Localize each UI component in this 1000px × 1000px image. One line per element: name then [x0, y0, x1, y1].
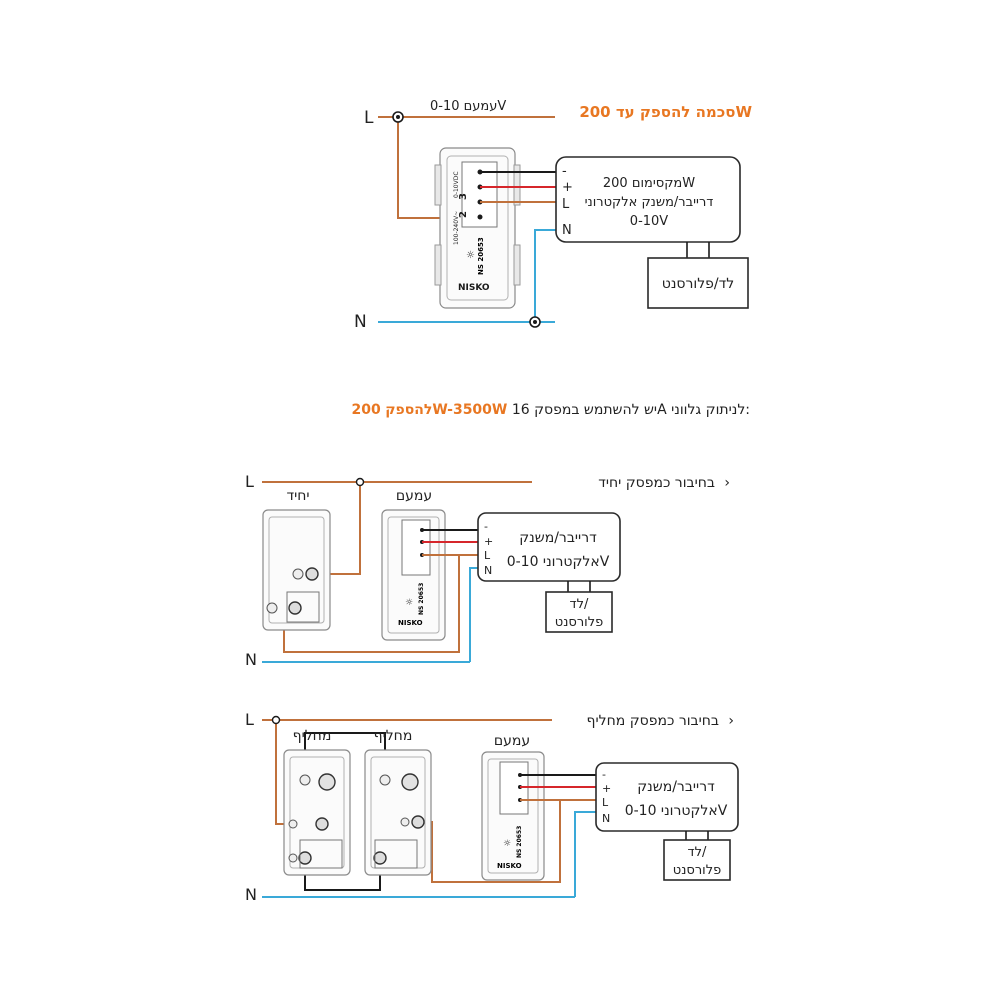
svg-text:לד/: לד/ — [570, 597, 590, 612]
top-neutral-to-driver — [534, 229, 556, 322]
sun-icon: ☼ — [466, 250, 475, 261]
svg-text:NISKO: NISKO — [497, 862, 522, 870]
svg-text:L: L — [484, 549, 491, 562]
twoway-heading: בחיבור כמפסק מחליף — [587, 713, 719, 729]
single-driver: - + L N דרייבר/משנק אלקטרוני 0-10V — [477, 512, 621, 582]
svg-text:N: N — [562, 223, 572, 238]
top-line-label: L — [364, 108, 374, 128]
svg-text:2: 2 — [458, 211, 469, 218]
single-switch-diagram: › בחיבור כמפסק יחיד L N יחיד עמעם ☼ NS 2… — [245, 472, 730, 669]
twoway-switch2-module — [364, 749, 432, 876]
svg-text:פלורסנט: פלורסנט — [673, 863, 721, 878]
single-dimmer-label: עמעם — [396, 488, 432, 504]
svg-text:0-10V: 0-10V — [630, 214, 669, 229]
svg-text:100-240V~: 100-240V~ — [453, 211, 460, 245]
single-chevron: › — [724, 475, 730, 491]
svg-text:3: 3 — [458, 193, 469, 200]
svg-text:NISKO: NISKO — [398, 619, 423, 627]
svg-text:NS 20653: NS 20653 — [516, 826, 523, 858]
svg-text:מחליף: מחליף — [374, 728, 413, 744]
top-module-code: NS 20653 — [477, 237, 485, 275]
svg-text:אלקטרוני 0-10V: אלקטרוני 0-10V — [507, 554, 610, 570]
twoway-load: לד/ פלורסנט — [663, 839, 731, 881]
svg-text:לד/: לד/ — [688, 845, 708, 860]
twoway-switch1-module — [283, 749, 351, 876]
svg-text:NS 20653: NS 20653 — [418, 583, 425, 615]
top-neutral-label: N — [354, 312, 367, 332]
svg-text:L: L — [602, 796, 609, 809]
twoway-switch-diagram: › בחיבור כמפסק מחליף L N מחליף מחליף — [245, 710, 739, 904]
single-dimmer-module: ☼ NS 20653 NISKO — [381, 509, 446, 641]
svg-text:N: N — [245, 885, 257, 904]
top-diagram: סכמה להספק עד 200W L N עמעם 0-10V 3 2 0-… — [354, 99, 752, 332]
svg-text:-: - — [562, 164, 567, 179]
svg-text:דרייבר/משנק: דרייבר/משנק — [519, 530, 597, 546]
svg-text:N: N — [602, 812, 610, 825]
top-line-to-dimmer — [397, 117, 453, 219]
svg-text:-: - — [602, 768, 606, 781]
svg-text:+: + — [484, 535, 493, 548]
twoway-chevron: › — [728, 713, 734, 729]
svg-text:L: L — [245, 710, 254, 729]
svg-text:N: N — [245, 650, 257, 669]
svg-text:+: + — [602, 782, 611, 795]
top-title: סכמה להספק עד 200W — [579, 103, 752, 121]
sun-icon: ☼ — [405, 598, 413, 608]
svg-text:N: N — [484, 564, 492, 577]
top-load: לד/פלורסנט — [647, 257, 749, 309]
svg-text:0-10VDC: 0-10VDC — [453, 171, 460, 198]
svg-text:אלקטרוני 0-10V: אלקטרוני 0-10V — [625, 803, 728, 819]
top-dimmer-label: עמעם 0-10V — [430, 99, 506, 114]
svg-text:+: + — [562, 180, 573, 195]
top-driver: - + L N מקסימום 200W דרייבר/משנק אלקטרונ… — [555, 156, 741, 243]
svg-text:פלורסנט: פלורסנט — [555, 615, 603, 630]
svg-text:דרייבר/משנק: דרייבר/משנק — [637, 779, 715, 795]
twoway-dimmer-module: ☼ NS 20653 NISKO — [481, 751, 545, 881]
twoway-driver: - + L N דרייבר/משנק אלקטרוני 0-10V — [595, 762, 739, 832]
svg-text:L: L — [245, 472, 254, 491]
svg-text:-: - — [484, 520, 488, 533]
single-load: לד/ פלורסנט — [545, 591, 613, 633]
top-module-brand: NISKO — [458, 283, 490, 293]
single-switch-label: יחיד — [286, 488, 309, 504]
svg-text:מקסימום 200W: מקסימום 200W — [603, 176, 695, 191]
single-switch-module — [262, 509, 331, 631]
sun-icon: ☼ — [503, 839, 511, 849]
svg-text:מחליף: מחליף — [293, 728, 332, 744]
svg-text:עמעם: עמעם — [494, 733, 530, 749]
svg-text:לד/פלורסנט: לד/פלורסנט — [662, 276, 735, 292]
svg-text:דרייבר/משנק אלקטרוני: דרייבר/משנק אלקטרוני — [585, 195, 714, 210]
single-heading: בחיבור כמפסק יחיד — [598, 475, 715, 491]
galvanic-note: להספק 200W-3500W יש להשתמש במפסק 16A לני… — [352, 402, 750, 418]
svg-text:L: L — [562, 197, 570, 212]
